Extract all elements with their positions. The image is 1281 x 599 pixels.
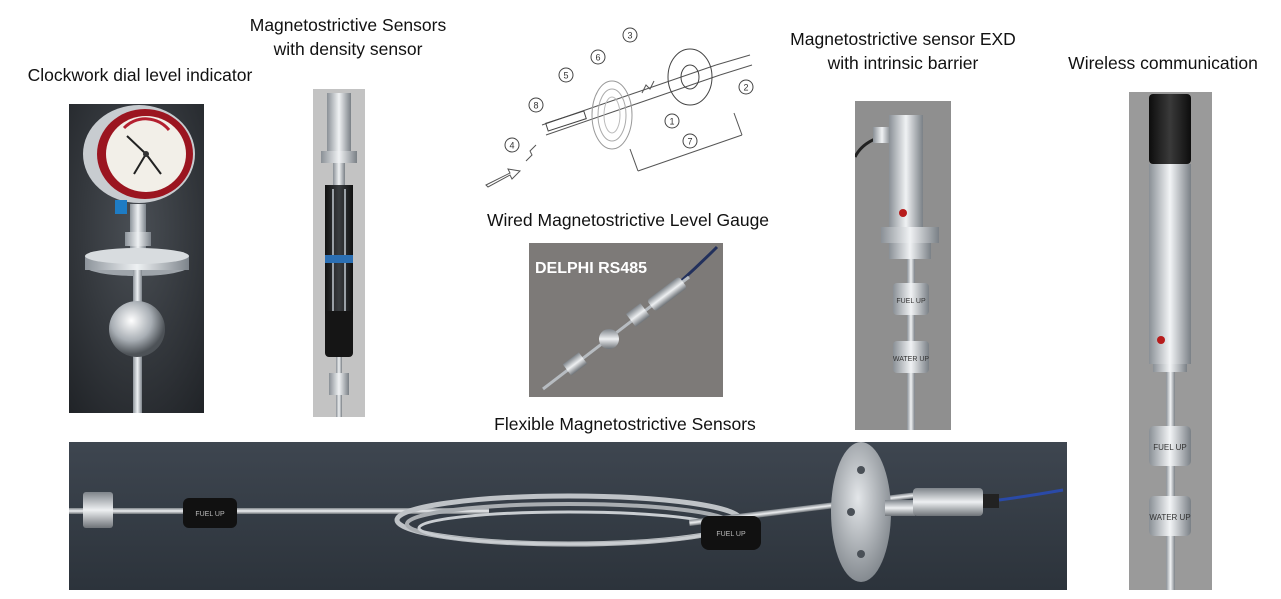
exd-sensor-photo: FUEL UP WATER UP: [855, 101, 951, 430]
callout-3: 3: [622, 27, 638, 43]
svg-text:3: 3: [627, 31, 632, 41]
svg-text:7: 7: [687, 137, 692, 147]
clockwork-dial-photo: [69, 104, 204, 413]
wireless-sensor-photo: FUEL UP WATER UP: [1129, 92, 1212, 590]
flexible-fuel-float-label-left: FUEL UP: [195, 511, 225, 518]
callout-8: 8: [528, 97, 544, 113]
callout-4: 4: [504, 137, 520, 153]
wireless-water-float-label: WATER UP: [1149, 513, 1190, 522]
svg-text:2: 2: [743, 83, 748, 93]
wireless-fuel-float-label: FUEL UP: [1153, 443, 1187, 452]
callout-5: 5: [558, 67, 574, 83]
callout-2: 2: [738, 79, 754, 95]
flexible-fuel-float-label-right: FUEL UP: [716, 531, 746, 538]
caption-density: Magnetostrictive Sensors with density se…: [236, 13, 460, 61]
magnetostrictive-diagram: 1 2 3 4 5 6 7: [480, 25, 770, 193]
flexible-sensor-photo: FUEL UP FUEL UP: [69, 442, 1067, 590]
caption-wired: Wired Magnetostrictive Level Gauge: [486, 210, 770, 230]
svg-text:6: 6: [595, 53, 600, 63]
callout-7: 7: [682, 133, 698, 149]
density-sensor-photo: [313, 89, 365, 417]
delphi-rs485-text: DELPHI RS485: [535, 260, 647, 277]
exd-fuel-float-label: FUEL UP: [896, 298, 926, 305]
callout-1: 1: [664, 113, 680, 129]
caption-wireless: Wireless communication: [1068, 53, 1258, 73]
exd-water-float-label: WATER UP: [893, 356, 929, 363]
callout-6: 6: [590, 49, 606, 65]
caption-flexible: Flexible Magnetostrictive Sensors: [494, 414, 756, 434]
svg-text:4: 4: [509, 141, 514, 151]
caption-density-line1: Magnetostrictive Sensors: [249, 15, 447, 35]
caption-density-line2: with density sensor: [273, 39, 423, 59]
svg-text:8: 8: [533, 101, 538, 111]
caption-exd: Magnetostrictive sensor EXD with intrins…: [778, 27, 1028, 75]
caption-exd-line2: with intrinsic barrier: [827, 53, 979, 73]
caption-clockwork: Clockwork dial level indicator: [27, 65, 253, 85]
svg-text:1: 1: [669, 117, 674, 127]
svg-text:5: 5: [563, 71, 568, 81]
caption-exd-line1: Magnetostrictive sensor EXD: [790, 29, 1016, 49]
wired-gauge-photo: DELPHI RS485: [529, 243, 723, 397]
